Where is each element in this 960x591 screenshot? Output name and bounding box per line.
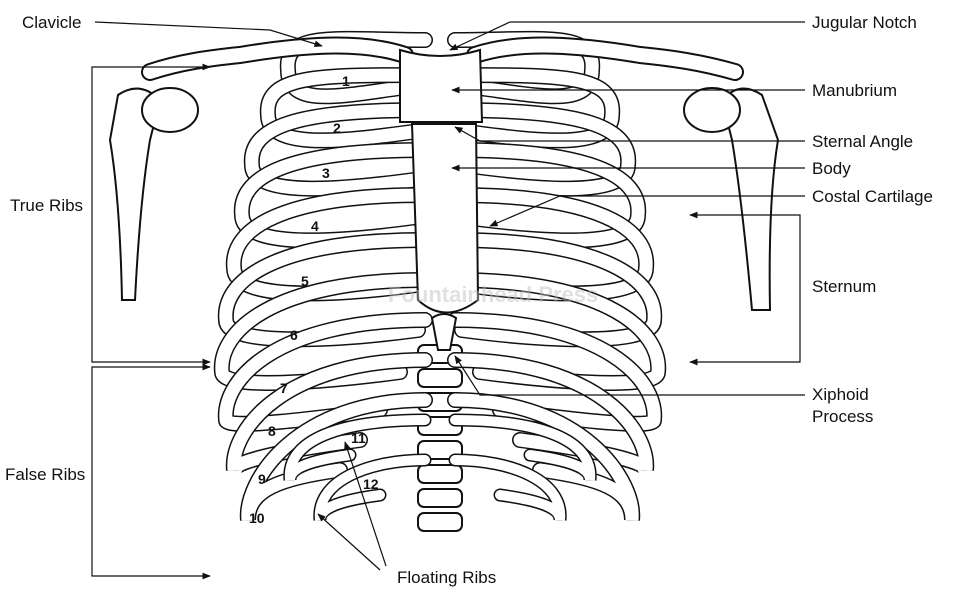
- rib-numbers: 1 2 3 4 5 6 7 8 9 10 11 12: [249, 73, 379, 526]
- right-ribs: [447, 30, 667, 521]
- rib-number: 10: [249, 510, 265, 526]
- vertebra: [417, 512, 463, 532]
- manubrium: [399, 48, 484, 123]
- spine: [417, 344, 463, 532]
- rib-number: 11: [351, 430, 366, 446]
- left-humerus: [108, 87, 199, 301]
- label-costal-cartilage: Costal Cartilage: [812, 187, 933, 206]
- watermark: Fountainhead Press: [388, 282, 598, 307]
- rib-11: [284, 415, 430, 481]
- label-sternal-angle: Sternal Angle: [812, 132, 913, 151]
- xiphoid-process: [430, 313, 458, 351]
- label-sternum: Sternum: [812, 277, 876, 296]
- rib-3: [448, 103, 635, 196]
- rib-number: 5: [301, 273, 309, 289]
- rib-number: 4: [311, 218, 319, 234]
- label-true-ribs: True Ribs: [10, 196, 83, 215]
- rib-8: [448, 313, 661, 431]
- rib-11: [450, 415, 596, 481]
- rib-number: 9: [258, 471, 266, 487]
- vertebra: [417, 488, 463, 508]
- label-xiphoid-1: Xiphoid: [812, 385, 869, 404]
- rib-number: 7: [280, 380, 288, 396]
- labels: Clavicle Jugular Notch Manubrium Sternal…: [5, 13, 933, 587]
- rib-6: [448, 233, 661, 346]
- rib-number: 1: [342, 73, 350, 89]
- rib-10: [241, 393, 432, 521]
- vertebra: [417, 368, 463, 388]
- clavicles: [141, 36, 744, 81]
- rib-2: [448, 68, 619, 147]
- rib-3: [245, 103, 432, 196]
- left-ribs: [213, 30, 433, 521]
- rib-number: 12: [363, 476, 379, 492]
- leader-lines: [91, 21, 805, 580]
- rib-number: 3: [322, 165, 330, 181]
- label-xiphoid-2: Process: [812, 407, 873, 426]
- rib-12: [450, 455, 566, 521]
- vertebra: [417, 440, 463, 460]
- rib-number: 2: [333, 120, 341, 136]
- sternum: [399, 48, 484, 351]
- label-manubrium: Manubrium: [812, 81, 897, 100]
- vertebra: [417, 464, 463, 484]
- label-body: Body: [812, 159, 851, 178]
- label-clavicle: Clavicle: [22, 13, 82, 32]
- label-floating-ribs: Floating Ribs: [397, 568, 496, 587]
- rib-2: [261, 68, 432, 147]
- sternum-body: [410, 123, 480, 314]
- rib-10: [448, 393, 639, 521]
- label-jugular-notch: Jugular Notch: [812, 13, 917, 32]
- rib-8: [219, 313, 432, 431]
- rib-12: [314, 455, 430, 521]
- rib-number: 8: [268, 423, 276, 439]
- rib-number: 6: [290, 327, 298, 343]
- rib-6: [219, 233, 432, 346]
- label-false-ribs: False Ribs: [5, 465, 85, 484]
- right-humerus: [683, 87, 780, 311]
